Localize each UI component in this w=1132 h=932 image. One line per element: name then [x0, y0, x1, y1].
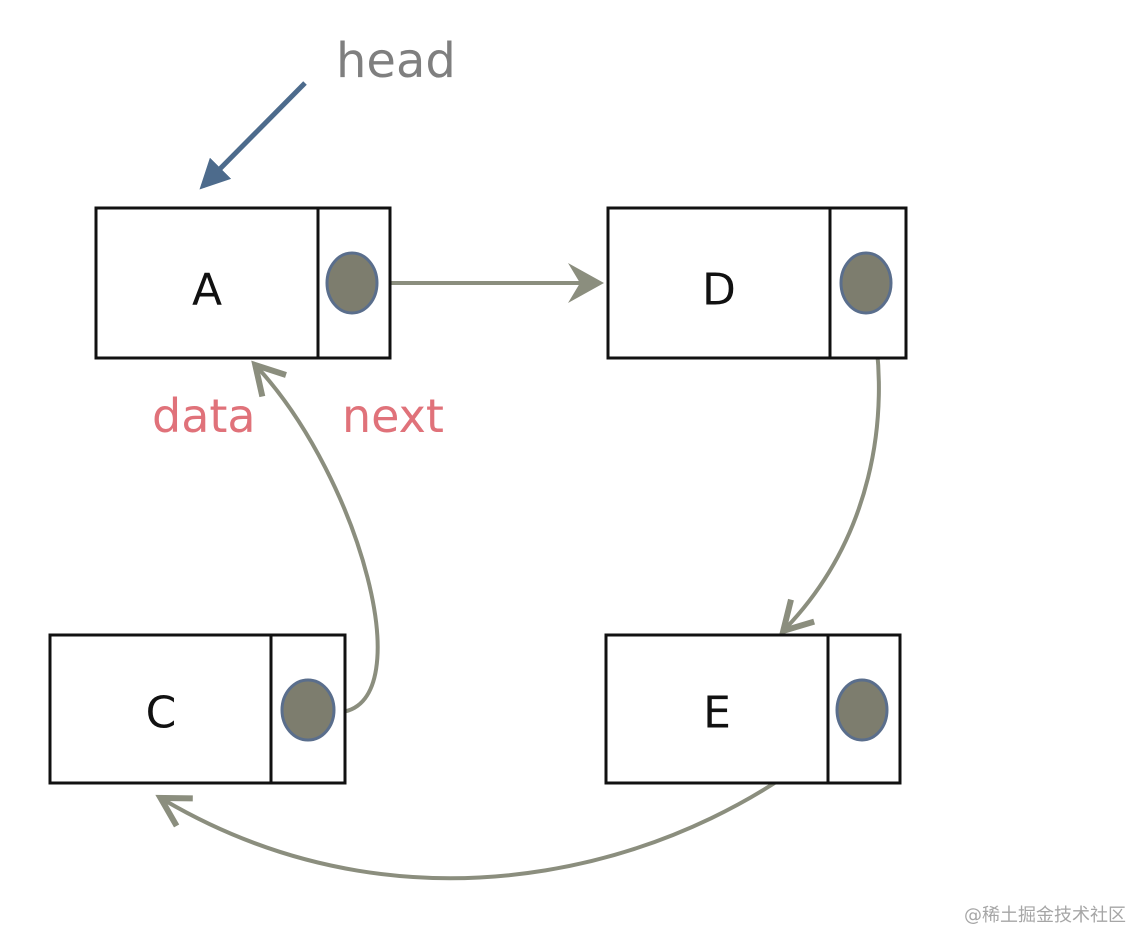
- node-c: C: [48, 633, 347, 785]
- node-e-label: E: [703, 688, 731, 739]
- node-e: E: [604, 633, 902, 785]
- link-d-to-e: [779, 314, 881, 636]
- node-d-label: D: [702, 265, 736, 316]
- head-arrow: [199, 81, 307, 190]
- node-d: D: [606, 206, 908, 360]
- node-e-next-pointer: [835, 678, 889, 742]
- data-field-label: data: [152, 389, 256, 443]
- link-c-to-a: [251, 360, 380, 714]
- node-a-next-pointer: [325, 251, 379, 315]
- head-label: head: [336, 33, 456, 89]
- next-field-label: next: [342, 389, 444, 443]
- node-c-label: C: [146, 688, 177, 739]
- node-c-next-pointer: [280, 678, 336, 742]
- link-e-to-c: [155, 731, 842, 881]
- node-d-next-pointer: [839, 251, 893, 315]
- node-a: A: [94, 206, 392, 360]
- watermark: @稀土掘金技术社区: [964, 905, 1126, 926]
- node-a-label: A: [192, 265, 222, 316]
